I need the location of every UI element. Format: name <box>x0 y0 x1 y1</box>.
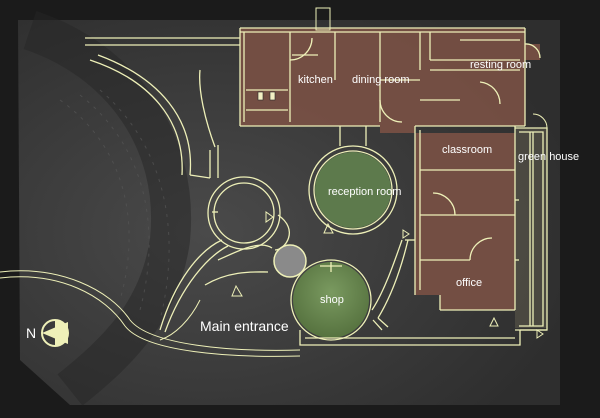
north-wing-walls <box>239 27 541 127</box>
toilet-fixture <box>269 91 276 101</box>
room-label-shop: shop <box>320 294 344 306</box>
reception-room-fill <box>315 152 391 228</box>
green-house-walls <box>515 127 548 331</box>
corridor-walls <box>85 37 547 346</box>
room-label-reception-room: reception room <box>328 186 401 198</box>
room-label-green-house: green house <box>518 151 579 163</box>
room-label-kitchen: kitchen <box>298 74 333 86</box>
room-label-classroom: classroom <box>442 144 492 156</box>
north-label: N <box>26 325 36 341</box>
shop-fill <box>293 262 369 338</box>
green-house-door <box>532 113 548 129</box>
contour-line <box>99 89 170 321</box>
gray-disc <box>273 244 307 278</box>
room-label-office: office <box>456 277 482 289</box>
room-label-dining-room: dining room <box>352 74 409 86</box>
shop-walls <box>290 259 372 341</box>
rotunda-walls <box>207 145 281 250</box>
north-arrow <box>41 319 69 347</box>
site-path <box>0 270 301 357</box>
door-marks <box>212 211 389 331</box>
green-house-fill <box>515 128 547 328</box>
east-wing-fill <box>415 133 515 310</box>
contour-line <box>79 94 150 311</box>
level-markers <box>231 211 544 339</box>
main-entrance-label: Main entrance <box>200 318 289 334</box>
toilet-fixture <box>257 91 264 101</box>
terrain-shadow <box>23 11 192 406</box>
room-label-resting-room: resting room <box>470 59 531 71</box>
east-wing-walls <box>414 126 516 311</box>
reception-room-walls <box>308 126 398 235</box>
chimney <box>315 7 331 31</box>
